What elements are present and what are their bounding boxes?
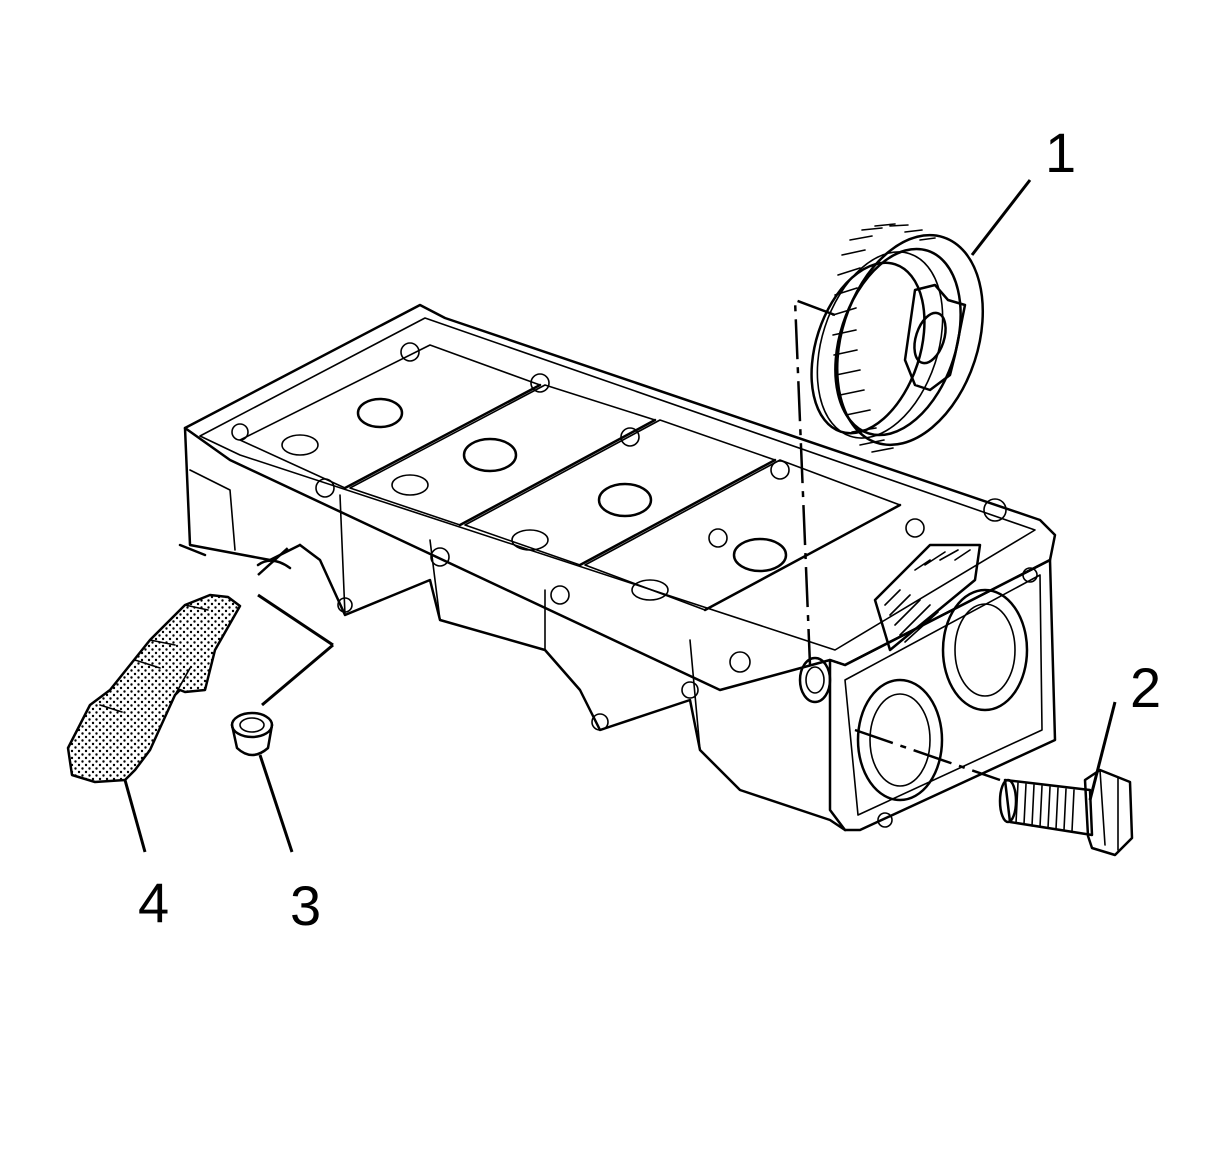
bolt-boss <box>231 342 1007 673</box>
intermediate-gear <box>810 223 985 453</box>
callout-3: 3 <box>290 874 321 937</box>
seal-cup <box>230 711 274 757</box>
callout-1: 1 <box>1045 121 1076 184</box>
assembly-centerline <box>256 298 1001 782</box>
leader-lines <box>123 179 1117 853</box>
callout-4: 4 <box>138 871 169 934</box>
camshaft-housing <box>178 303 1057 832</box>
callout-2: 2 <box>1130 656 1161 719</box>
camshaft-journals <box>281 397 788 601</box>
installer-tool <box>66 593 242 784</box>
bolt <box>998 768 1134 857</box>
